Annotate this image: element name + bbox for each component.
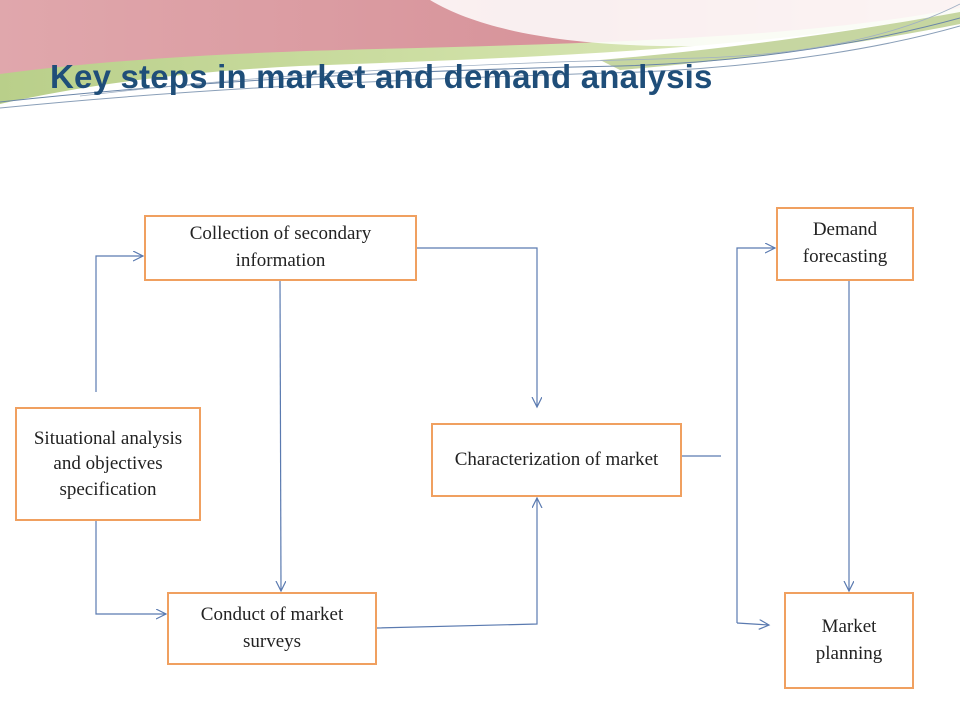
- arrow-collection-to-characterization: [417, 247, 537, 407]
- arrow-surveys-to-characterization: [376, 498, 537, 629]
- step-demand-label: Demand forecasting: [802, 219, 888, 267]
- step-demand-forecasting: Demand forecasting: [776, 207, 914, 281]
- page-title: Key steps in market and demand analysis: [50, 58, 713, 95]
- step-collection-secondary-info: Collection of secondary information: [144, 215, 417, 281]
- arrow-to-planning: [736, 623, 769, 625]
- step-characterization-of-market: Characterization of market: [431, 423, 682, 497]
- banner-line-2: [0, 25, 960, 109]
- step-surveys-label: Conduct of market surveys: [200, 603, 344, 652]
- banner-green-band: [600, 12, 960, 70]
- arrow-collection-to-surveys: [280, 280, 281, 591]
- step-situational-analysis: Situational analysis and objectives spec…: [15, 407, 201, 521]
- step-market-surveys: Conduct of market surveys: [167, 592, 377, 665]
- banner-line-3: [79, 3, 960, 97]
- arrow-situational-to-surveys: [95, 521, 166, 614]
- arrow-to-demand: [736, 248, 775, 623]
- decorative-banner: [0, 0, 960, 109]
- step-characterization-label: Characterization of market: [454, 448, 659, 470]
- step-collection-label: Collection of secondary information: [189, 223, 372, 271]
- step-planning-label: Market planning: [815, 615, 883, 664]
- step-market-planning: Market planning: [784, 592, 914, 689]
- step-situational-label: Situational analysis and objectives spec…: [33, 427, 183, 500]
- arrow-situational-to-collection: [95, 256, 143, 392]
